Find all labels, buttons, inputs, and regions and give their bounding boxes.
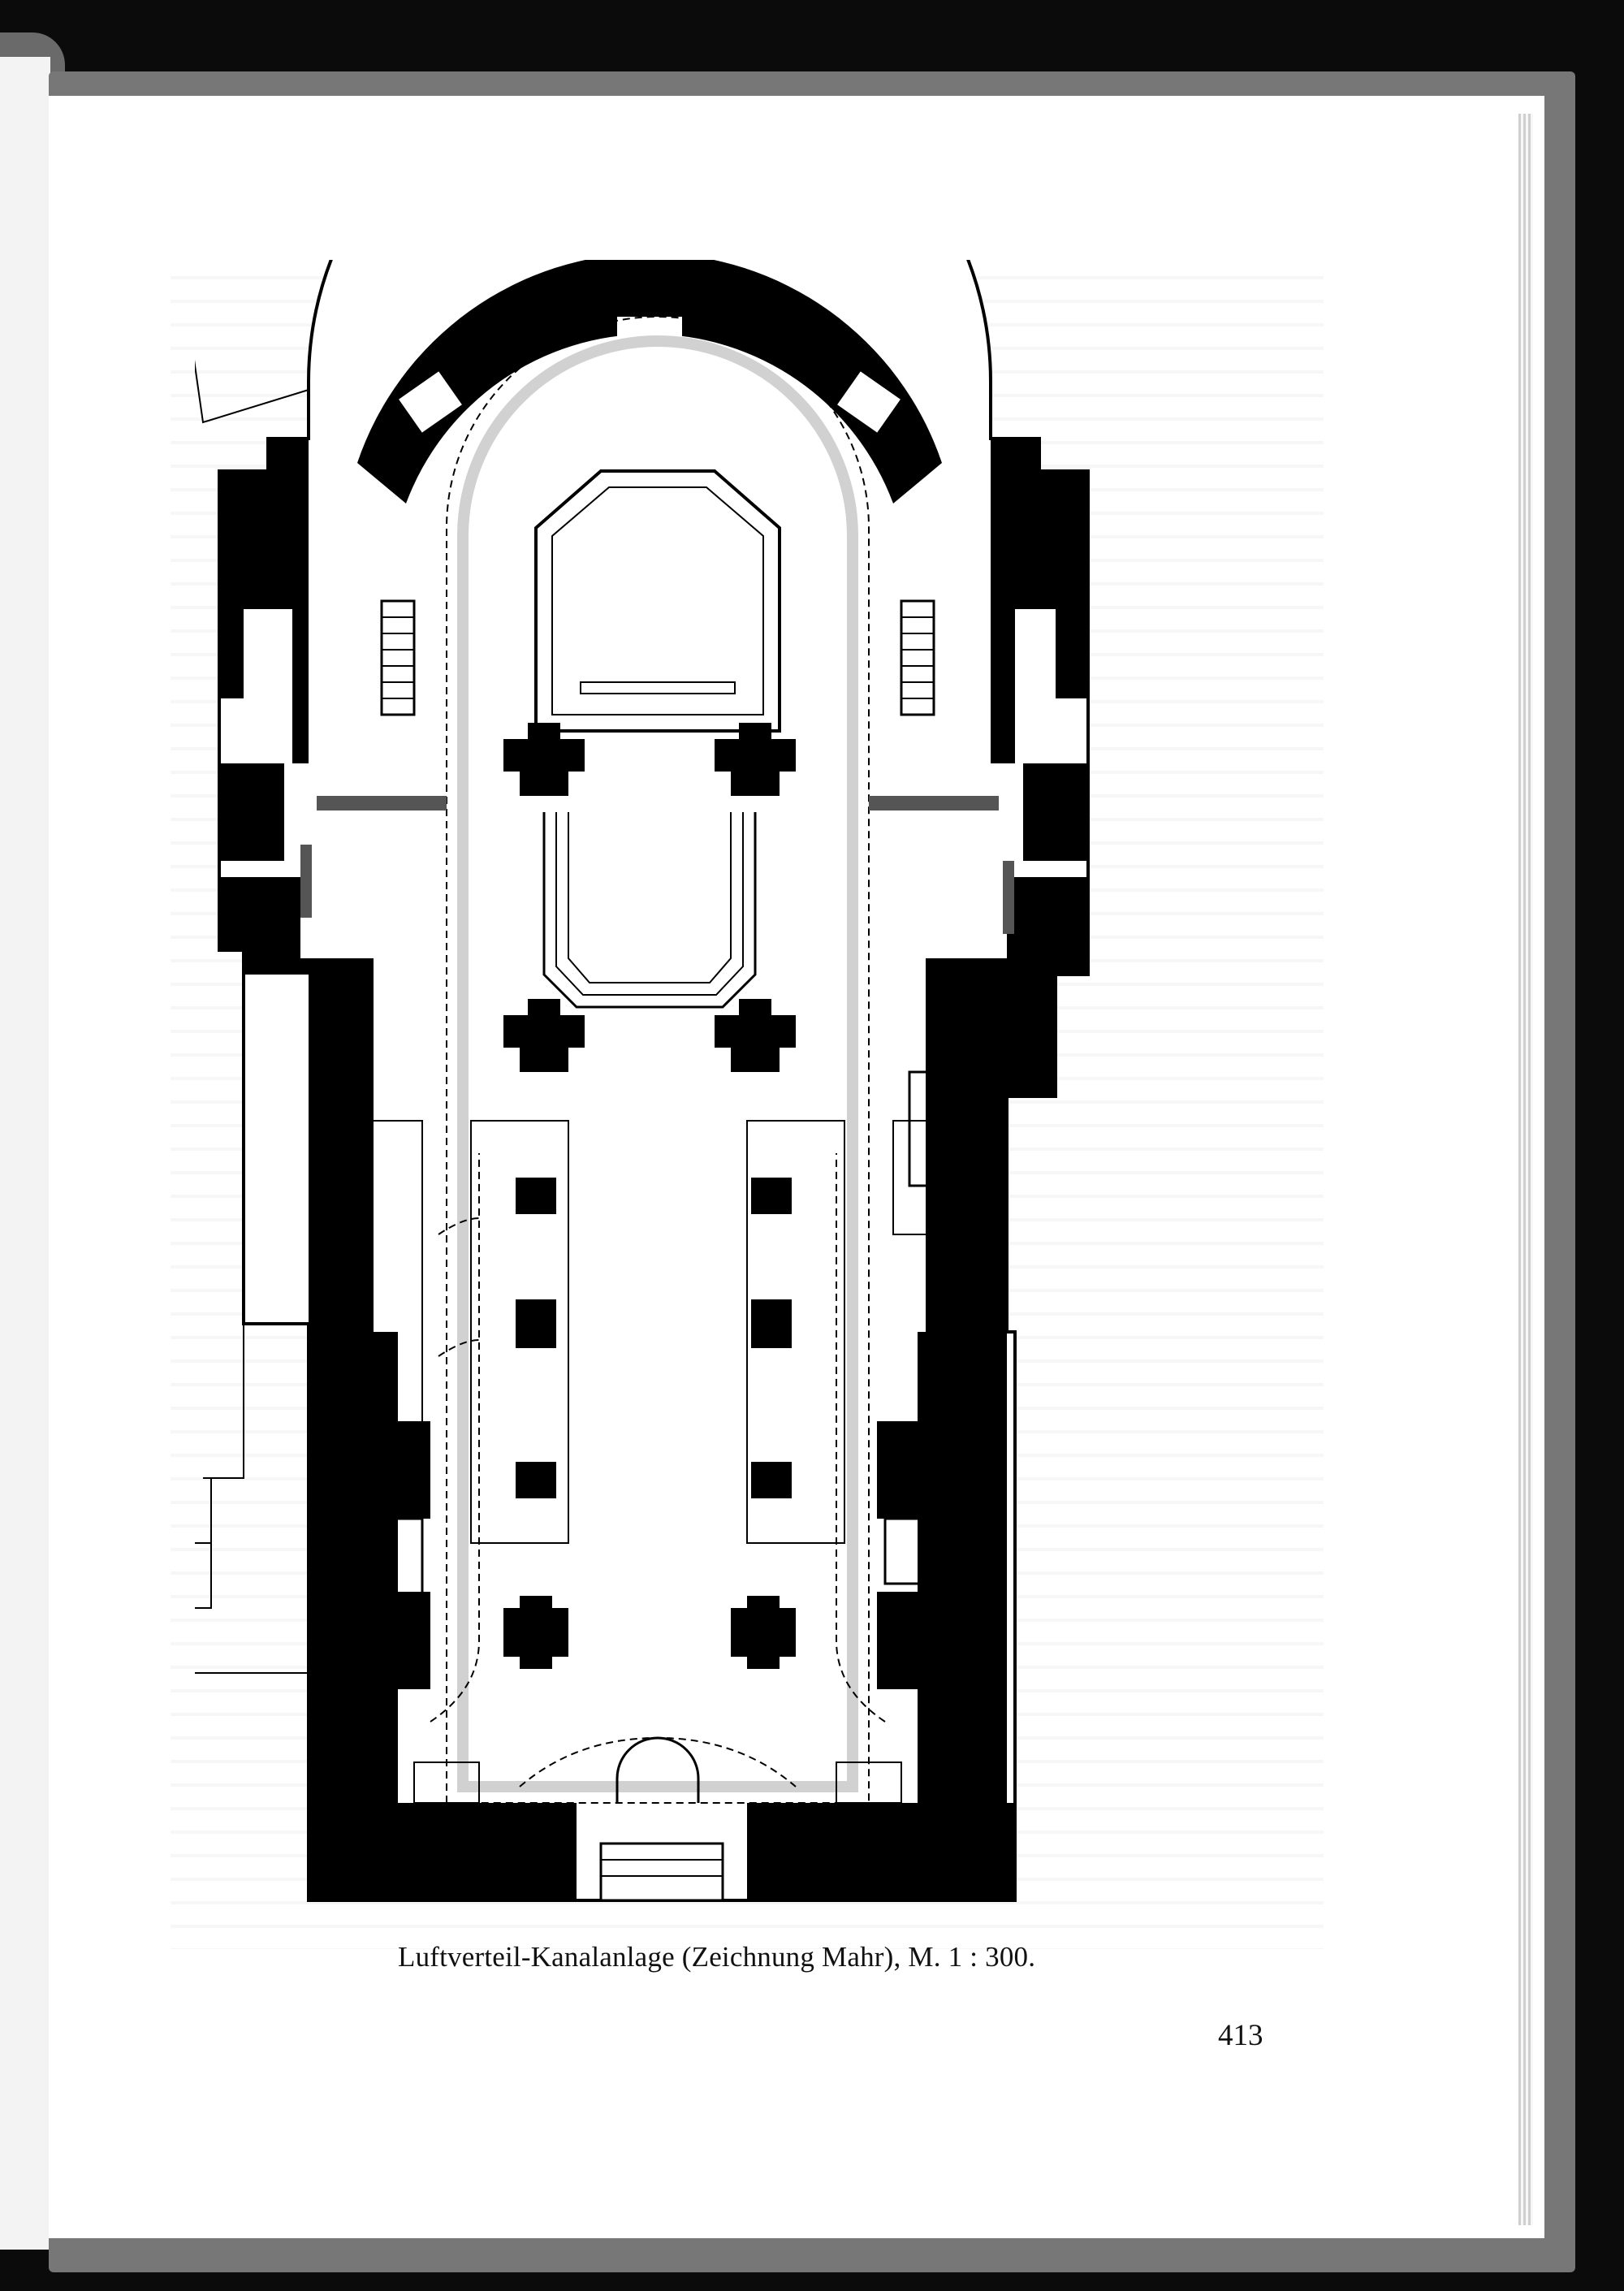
choir-outline — [534, 469, 781, 733]
figure-caption: Luftverteil-Kanalanlage (Zeichnung Mahr)… — [398, 1941, 1036, 1973]
church-floor-plan — [195, 260, 1090, 1902]
nave-piers — [503, 1178, 796, 1669]
crossing-piers — [503, 723, 796, 1072]
apse-window — [617, 317, 682, 374]
page-edge-stripes — [1518, 114, 1533, 2225]
apse-wall — [357, 260, 942, 504]
plan-outer-wall — [218, 260, 1090, 1902]
left-page — [0, 57, 50, 2250]
pew-blocks — [356, 1120, 943, 1544]
nave-outline — [446, 316, 870, 1804]
page-number: 413 — [1218, 2019, 1263, 2052]
